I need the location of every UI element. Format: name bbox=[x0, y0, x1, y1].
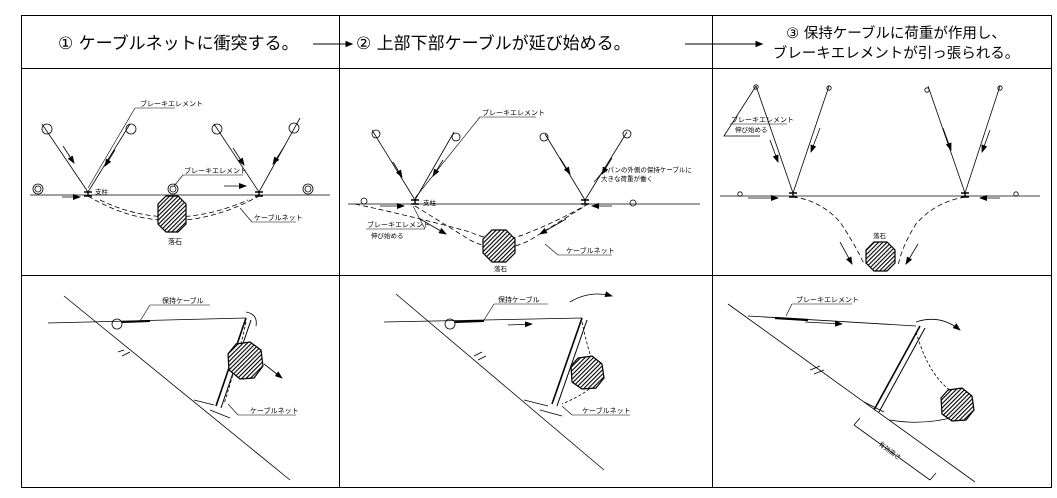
retaining-cable bbox=[747, 315, 917, 327]
panel-c1-labels: ブレーキエレメント 伸び始める 落石 bbox=[730, 115, 887, 240]
label-retaining-cable: 保持ケーブル bbox=[162, 296, 204, 305]
label-dimension: 有効高さ bbox=[877, 439, 903, 462]
label-post: 支柱 bbox=[423, 198, 437, 207]
label-brake-element: ブレーキエレメント bbox=[731, 115, 794, 124]
step-arrow-2 bbox=[685, 40, 764, 48]
step-arrow-1 bbox=[313, 40, 354, 48]
label-rock: 落石 bbox=[168, 237, 182, 246]
label-outer-cable-note: スパンの外側の保持ケーブルに bbox=[601, 165, 692, 174]
panel-c2-side-braking bbox=[727, 303, 976, 483]
panel-b2-labels: 保持ケーブル ケーブルネット bbox=[483, 295, 631, 416]
label-retaining-cable: 保持ケーブル bbox=[498, 295, 540, 304]
label-post: 支柱 bbox=[95, 187, 109, 196]
slope-line bbox=[395, 293, 605, 471]
step1-title: ① ケーブルネットに衝突する。 bbox=[58, 33, 299, 54]
label-brake-element: ブレーキエレメント bbox=[140, 99, 203, 108]
falling-rock bbox=[940, 387, 975, 422]
falling-rock bbox=[570, 355, 605, 390]
slope-line bbox=[727, 303, 976, 483]
panel-b2-side-extending bbox=[383, 291, 613, 471]
falling-rock bbox=[865, 241, 896, 272]
label-rock: 落石 bbox=[494, 264, 508, 273]
label-brake-element: ブレーキエレメント bbox=[367, 220, 430, 229]
panel-a2-side-impact bbox=[47, 295, 291, 481]
panel-a2-labels: 保持ケーブル ケーブルネット bbox=[139, 296, 299, 416]
label-extending: 伸び始める bbox=[371, 231, 404, 240]
falling-rock bbox=[227, 341, 264, 380]
panel-b1-front-extending bbox=[348, 129, 700, 249]
step3-title-line1: ③ 保持ケーブルに荷重が作用し、 bbox=[786, 24, 1006, 42]
label-rock: 落石 bbox=[873, 231, 887, 240]
label-brake-element: ブレーキエレメント bbox=[796, 295, 859, 304]
label-brake-element: ブレーキエレメント bbox=[482, 108, 545, 117]
label-brake-element: ブレーキエレメント bbox=[184, 166, 247, 175]
label-outer-cable-note: 大きな荷重が働く bbox=[601, 174, 653, 183]
falling-rock bbox=[157, 195, 187, 233]
panel-c1-front-braking bbox=[720, 84, 1040, 267]
panel-b1-labels: ブレーキエレメント スパンの外側の保持ケーブルに 大きな荷重が働く 支柱 ブレー… bbox=[366, 108, 692, 273]
retaining-cable bbox=[383, 317, 583, 323]
label-cable-net: ケーブルネット bbox=[582, 406, 631, 415]
label-cable-net: ケーブルネット bbox=[254, 213, 303, 222]
slope-line bbox=[63, 295, 291, 481]
panel-a1-labels: ブレーキエレメント ブレーキエレメント 支柱 落石 ケーブルネット bbox=[87, 99, 303, 246]
label-cable-net: ケーブルネット bbox=[250, 406, 299, 415]
label-cable-net: ケーブルネット bbox=[566, 246, 615, 255]
table-grid bbox=[21, 15, 1052, 488]
header-row: ① ケーブルネットに衝突する。 ② 上部下部ケーブルが延び始める。 ③ 保持ケー… bbox=[58, 24, 1019, 62]
step3-title-line2: ブレーキエレメントが引っ張られる。 bbox=[773, 44, 1020, 62]
step2-title: ② 上部下部ケーブルが延び始める。 bbox=[356, 33, 631, 54]
falling-rock bbox=[482, 229, 516, 263]
label-extending: 伸び始める bbox=[735, 125, 768, 134]
